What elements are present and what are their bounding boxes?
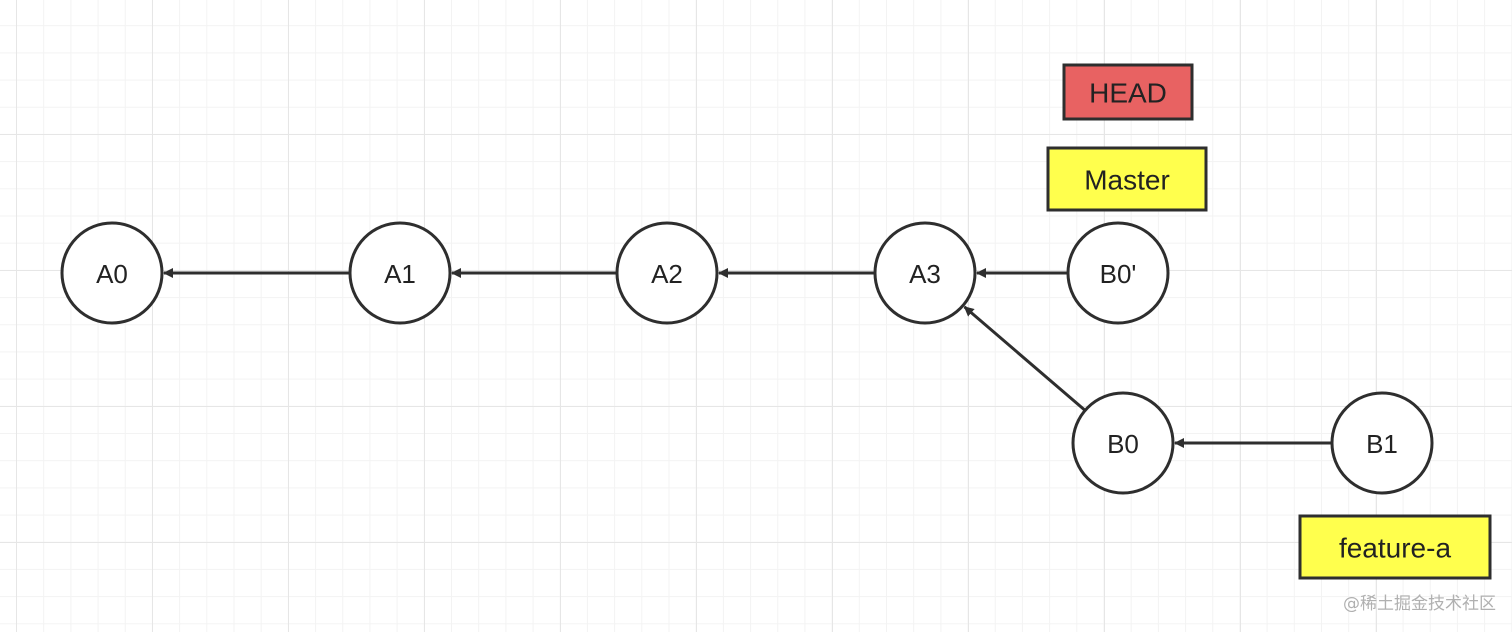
feature-tag-label: feature-a	[1339, 533, 1451, 564]
head-tag-label: HEAD	[1089, 78, 1167, 109]
tags-layer: HEAD Master feature-a	[1046, 63, 1492, 580]
nodes-layer: A0 A1 A2 A3 B0' B0 B1	[60, 221, 1434, 495]
watermark: @稀土掘金技术社区	[1343, 594, 1496, 614]
commit-circle	[1066, 221, 1170, 325]
commit-label: B0	[1107, 429, 1139, 459]
edge-b0-a3	[963, 305, 1087, 412]
commit-circle	[1071, 391, 1175, 495]
commit-label: B1	[1366, 429, 1398, 459]
commit-node-b0-prime[interactable]: B0'	[1066, 221, 1170, 325]
commit-node-a3[interactable]: A3	[873, 221, 977, 325]
master-branch-tag[interactable]: Master	[1046, 146, 1208, 212]
commit-label: B0'	[1100, 259, 1137, 289]
edges-layer	[163, 268, 1332, 448]
commit-circle	[873, 221, 977, 325]
feature-a-branch-tag[interactable]: feature-a	[1298, 514, 1492, 580]
commit-node-b0[interactable]: B0	[1071, 391, 1175, 495]
commit-node-b1[interactable]: B1	[1330, 391, 1434, 495]
commit-circle	[1330, 391, 1434, 495]
commit-circle	[615, 221, 719, 325]
commit-label: A2	[651, 259, 683, 289]
commit-node-a0[interactable]: A0	[60, 221, 164, 325]
commit-label: A3	[909, 259, 941, 289]
master-tag-label: Master	[1084, 165, 1170, 196]
head-tag[interactable]: HEAD	[1062, 63, 1194, 121]
commit-node-a1[interactable]: A1	[348, 221, 452, 325]
head-tag-box	[1062, 63, 1194, 121]
commit-label: A0	[96, 259, 128, 289]
commit-circle	[348, 221, 452, 325]
commit-node-a2[interactable]: A2	[615, 221, 719, 325]
commit-label: A1	[384, 259, 416, 289]
commit-circle	[60, 221, 164, 325]
feature-tag-box	[1298, 514, 1492, 580]
master-tag-box	[1046, 146, 1208, 212]
